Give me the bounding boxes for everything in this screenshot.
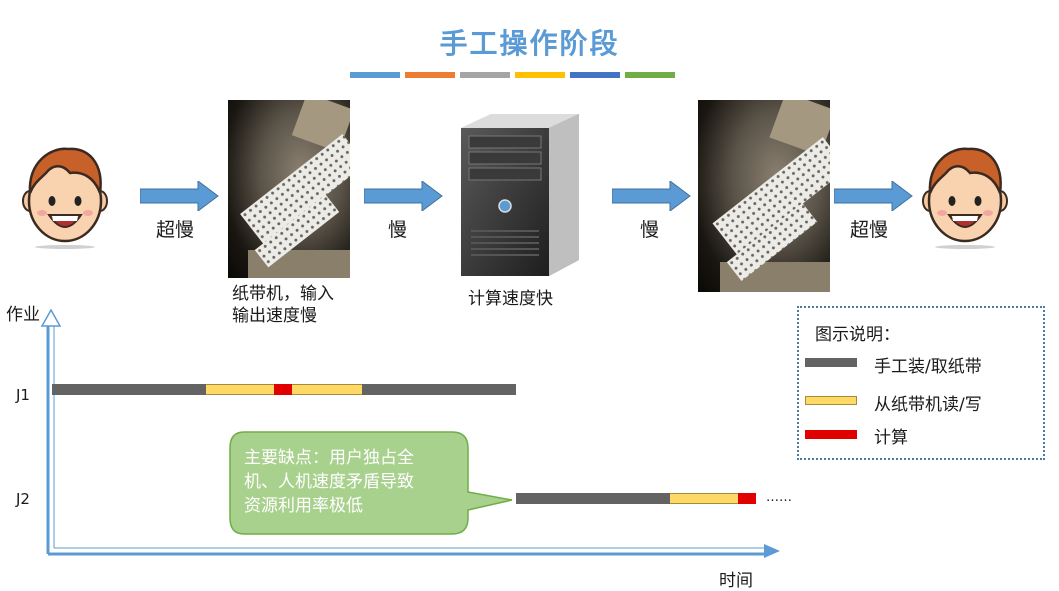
- computer-caption: 计算速度快: [468, 289, 553, 309]
- j1-write-segment: [292, 384, 362, 395]
- legend-swatch-manual: [805, 358, 857, 367]
- drawback-callout-text: 主要缺点：用户独占全 机、人机速度矛盾导致 资源利用率极低: [244, 446, 414, 518]
- legend-label-compute: 计算: [874, 428, 908, 448]
- arrow-label-2: 慢: [388, 219, 408, 241]
- job-label-j1: J1: [16, 386, 30, 404]
- legend-swatch-read-write: [805, 396, 857, 405]
- j1-manual-segment-1: [52, 384, 206, 395]
- legend-box: [797, 306, 1045, 460]
- arrow-label-1: 超慢: [156, 219, 195, 241]
- color-bar-segment-1: [350, 72, 400, 78]
- y-axis-arrowhead: [40, 308, 62, 327]
- legend-swatch-compute: [805, 430, 857, 439]
- legend-title: 图示说明：: [815, 325, 900, 345]
- tape-caption-line-2: 输出速度慢: [232, 306, 317, 326]
- x-axis-arrowhead: [764, 544, 780, 558]
- color-bar-segment-3: [460, 72, 510, 78]
- j2-ellipsis: ……: [766, 490, 792, 505]
- color-bar-segment-6: [625, 72, 675, 78]
- j2-compute-segment: [738, 493, 756, 504]
- tape-machine-caption: 纸带机，输入 输出速度慢: [232, 283, 334, 327]
- x-axis-label: 时间: [719, 571, 753, 591]
- color-bar-segment-2: [405, 72, 455, 78]
- legend-label-read-write: 从纸带机读/写: [874, 395, 982, 415]
- arrow-label-3: 慢: [640, 219, 660, 241]
- drawback-callout-shape: [229, 431, 513, 535]
- page-title: 手工操作阶段: [439, 27, 620, 60]
- j1-read-segment: [206, 384, 274, 395]
- color-bar-segment-5: [570, 72, 620, 78]
- callout-line-3: 资源利用率极低: [244, 496, 363, 516]
- flow-arrow-2: [364, 181, 443, 211]
- paper-tape-machine-image-2: [698, 100, 830, 292]
- flow-arrow-3: [612, 181, 691, 211]
- j1-compute-segment: [274, 384, 292, 395]
- y-axis-label: 作业: [6, 305, 40, 325]
- j1-manual-segment-2: [362, 384, 516, 395]
- flow-arrow-4: [834, 181, 913, 211]
- job-label-j2: J2: [16, 490, 30, 508]
- callout-line-2: 机、人机速度矛盾导致: [244, 472, 414, 492]
- user-face-icon-right: [922, 147, 1008, 249]
- tape-caption-line-1: 纸带机，输入: [232, 284, 334, 304]
- paper-tape-machine-image-1: [228, 100, 350, 278]
- arrow-label-4: 超慢: [850, 219, 889, 241]
- computer-tower-icon: [461, 114, 579, 276]
- user-face-icon-left: [22, 147, 108, 249]
- color-bar-segment-4: [515, 72, 565, 78]
- flow-arrow-1: [140, 181, 219, 211]
- legend-label-manual: 手工装/取纸带: [874, 357, 982, 377]
- j2-read-segment: [670, 493, 738, 504]
- callout-line-1: 主要缺点：用户独占全: [244, 448, 414, 468]
- j2-manual-segment: [516, 493, 670, 504]
